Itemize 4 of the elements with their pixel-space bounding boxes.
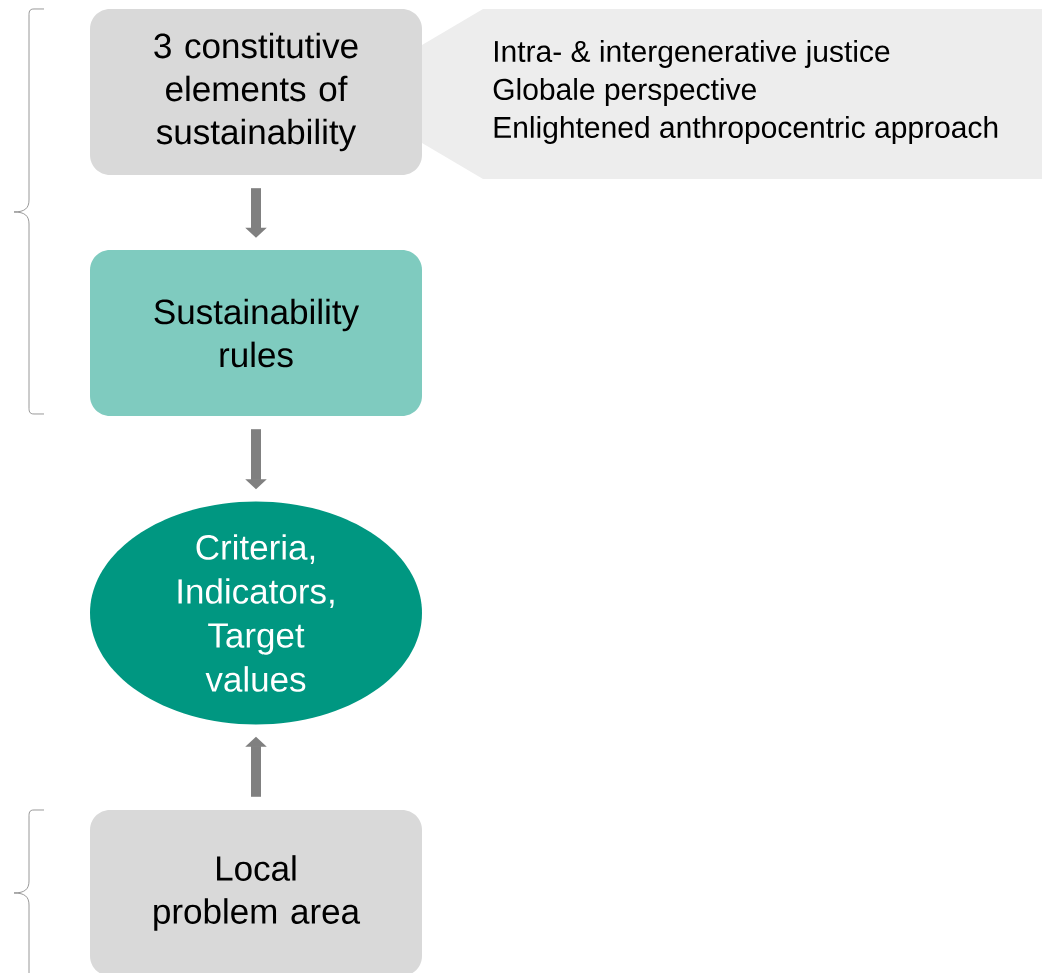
callout-panel: Intra- & intergenerative justice Globale perspective Enlightened anthropocentric approach	[422, 9, 1042, 179]
process-box: Sustainability rules	[90, 250, 422, 416]
process-box: 3 constitutive elements of sustainability	[90, 9, 422, 175]
process-box: Local problem area	[90, 810, 422, 973]
